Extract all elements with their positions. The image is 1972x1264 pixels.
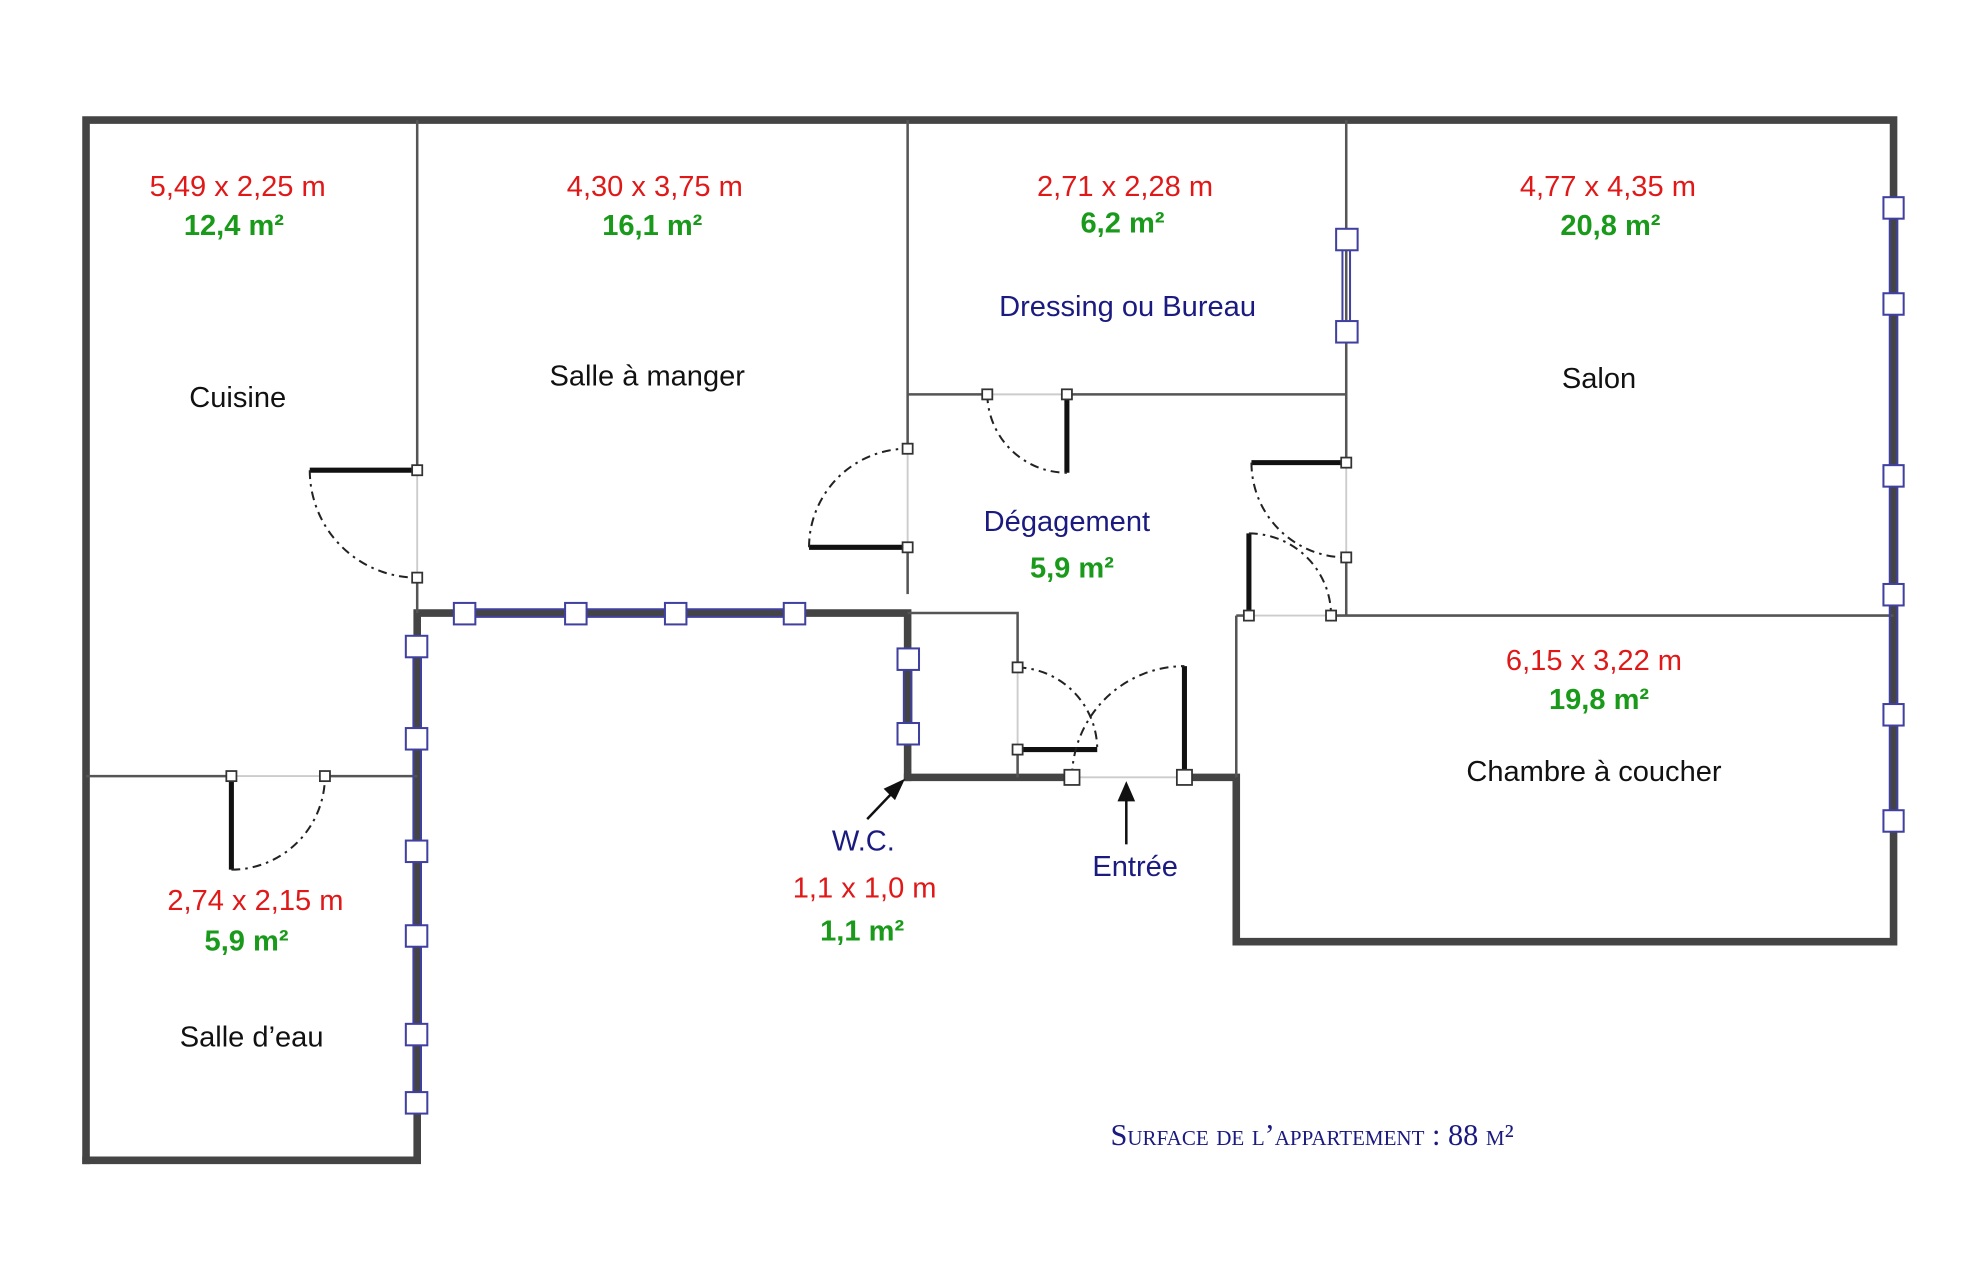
room-chambre: 6,15 x 3,22 m 19,8 m² Chambre à coucher: [1466, 645, 1722, 788]
room-salon: 4,77 x 4,35 m 20,8 m² Salon: [1520, 171, 1696, 395]
room-area: 1,1 m²: [820, 915, 904, 947]
room-dimensions: 2,71 x 2,28 m: [1037, 171, 1213, 203]
room-name: Dégagement: [984, 506, 1150, 538]
room-area: 16,1 m²: [602, 210, 702, 242]
room-degagement: Dégagement 5,9 m²: [984, 506, 1150, 585]
room-area: 19,8 m²: [1549, 684, 1649, 716]
room-name: W.C.: [832, 826, 895, 858]
room-dimensions: 4,77 x 4,35 m: [1520, 171, 1696, 203]
interior-walls: [86, 120, 1894, 779]
room-dressing: 2,71 x 2,28 m 6,2 m² Dressing ou Bureau: [999, 171, 1256, 323]
doors: [225, 388, 1353, 871]
room-area: 12,4 m²: [184, 210, 284, 242]
wc-arrow-icon: [883, 778, 906, 801]
room-dimensions: 1,1 x 1,0 m: [793, 872, 937, 904]
room-name: Cuisine: [189, 382, 286, 414]
room-wc: W.C. 1,1 x 1,0 m 1,1 m²: [793, 826, 937, 948]
room-area: 5,9 m²: [1030, 553, 1114, 585]
room-area: 6,2 m²: [1081, 208, 1165, 240]
windows: [404, 196, 1905, 1115]
room-dimensions: 4,30 x 3,75 m: [567, 171, 743, 203]
room-salle-d-eau: 2,74 x 2,15 m 5,9 m² Salle d’eau: [167, 885, 343, 1054]
room-dimensions: 2,74 x 2,15 m: [167, 885, 343, 917]
room-area: 5,9 m²: [205, 926, 289, 958]
room-name: Salle d’eau: [180, 1022, 324, 1054]
room-cuisine: 5,49 x 2,25 m 12,4 m² Cuisine: [150, 171, 326, 414]
room-name: Salon: [1562, 363, 1636, 395]
entrance-label: Entrée: [1092, 851, 1178, 883]
exterior-walls: [82, 116, 1898, 1165]
entrance-arrow-icon: [1117, 781, 1136, 802]
total-surface: Surface de l’appartement : 88 m²: [1111, 1118, 1514, 1152]
room-name: Chambre à coucher: [1466, 756, 1722, 788]
room-dimensions: 5,49 x 2,25 m: [150, 171, 326, 203]
arrows: [866, 778, 1136, 845]
room-name: Dressing ou Bureau: [999, 291, 1256, 323]
room-dimensions: 6,15 x 3,22 m: [1506, 645, 1682, 677]
room-name: Salle à manger: [550, 361, 746, 393]
room-salle-a-manger: 4,30 x 3,75 m 16,1 m² Salle à manger: [550, 171, 746, 393]
room-area: 20,8 m²: [1560, 210, 1660, 242]
